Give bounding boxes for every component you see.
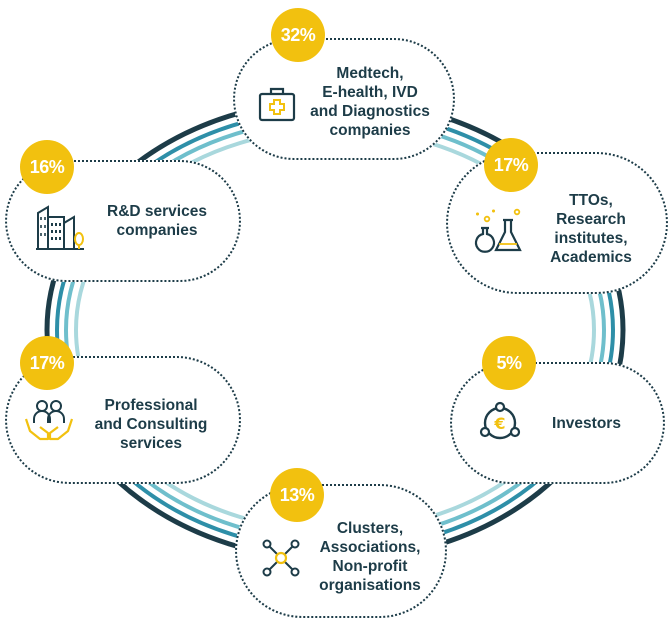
percent-badge-medtech: 32% (271, 8, 325, 62)
segment-label: Medtech, E-health, IVD and Diagnostics c… (310, 65, 430, 139)
euro-network-icon: € (472, 399, 528, 447)
segment-investors: € Investors (450, 362, 665, 484)
segment-label: Professional and Consulting services (94, 396, 208, 452)
percent-badge-ttos: 17% (484, 138, 538, 192)
segment-ttos: TTOs, Research institutes, Academics (446, 152, 668, 294)
percent-badge-investors: 5% (482, 336, 536, 390)
lab-flasks-icon (468, 206, 528, 254)
medical-kit-icon (253, 84, 301, 124)
segment-label: Clusters, Associations, Non-profit organ… (319, 520, 421, 594)
segment-label: R&D services companies (107, 203, 207, 239)
percent-badge-rnd: 16% (20, 140, 74, 194)
people-hands-icon (21, 397, 77, 443)
segment-medtech: Medtech, E-health, IVD and Diagnostics c… (233, 38, 455, 160)
segment-label: Investors (552, 414, 621, 432)
buildings-icon (31, 203, 89, 251)
percent-badge-clusters: 13% (270, 468, 324, 522)
network-nodes-icon (255, 536, 307, 580)
segment-clusters: Clusters, Associations, Non-profit organ… (235, 484, 447, 618)
svg-text:€: € (493, 414, 505, 433)
segment-label: TTOs, Research institutes, Academics (550, 192, 632, 266)
percent-badge-consulting: 17% (20, 336, 74, 390)
